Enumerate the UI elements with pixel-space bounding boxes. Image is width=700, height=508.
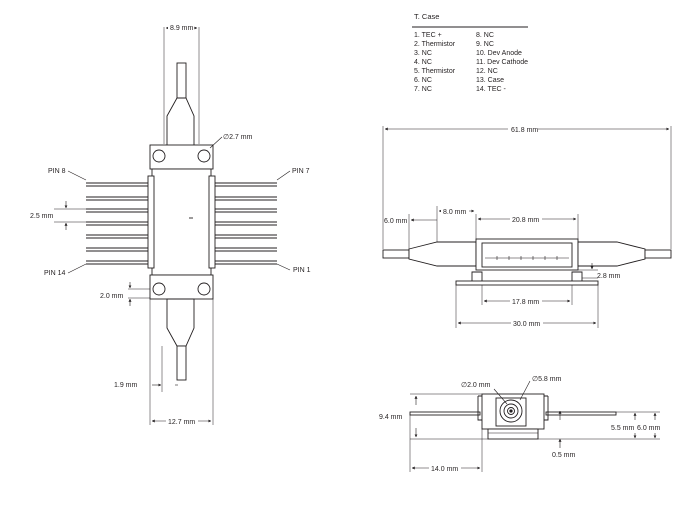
- mount-hole-top-left: [152, 149, 166, 163]
- label-bg: [508, 124, 538, 134]
- pin-table-col1: 1. TEC + 2. Thermistor 3. NC 4. NC 5. Th…: [414, 32, 456, 93]
- pin-table-title: T. Case: [414, 12, 439, 21]
- pin-8-label: PIN 8: [48, 168, 66, 175]
- end-fiber: [507, 407, 515, 415]
- pin-entry-14: 14. TEC -: [476, 86, 506, 93]
- dim-inner-boot: 8.0 mm: [443, 209, 467, 216]
- top-flange-upper: [149, 144, 214, 170]
- pin-7-label: PIN 7: [292, 168, 310, 175]
- mount-hole-top-right: [197, 149, 211, 163]
- dim-small-height: 2.8 mm: [597, 273, 621, 280]
- end-view: [409, 380, 660, 472]
- side-fiber-left: [382, 249, 410, 259]
- dim-overall-length: 61.8 mm: [511, 127, 538, 134]
- label-bg: [168, 22, 194, 32]
- dim-body-width: 12.7 mm: [168, 419, 195, 426]
- dim-pin-height: 5.5 mm: [611, 425, 635, 432]
- mount-hole-bottom-left: [152, 282, 166, 296]
- side-flange: [455, 280, 599, 286]
- dim-flange-thickness: 0.5 mm: [552, 452, 576, 459]
- dim-total-height: 9.4 mm: [379, 414, 403, 421]
- side-fiber-right: [644, 249, 672, 259]
- top-fiber-upper: [176, 62, 187, 99]
- dim-left-boot: 6.0 mm: [384, 218, 408, 225]
- pin-entry-4: 4. NC: [414, 59, 432, 66]
- dim-top-width: 8.9 mm: [170, 25, 194, 32]
- end-fiber-outer: [503, 403, 519, 419]
- pin-entry-11: 11. Dev Cathode: [476, 59, 528, 66]
- pin-entry-12: 12. NC: [476, 68, 498, 75]
- side-flange-post-right: [571, 271, 583, 281]
- side-boot-left: [408, 241, 477, 267]
- right-pin-strip: [208, 175, 216, 269]
- end-pin-right: [545, 411, 617, 416]
- pin-entry-13: 13. Case: [476, 77, 504, 84]
- top-boot-lower: [166, 298, 195, 347]
- pin-entry-5: 5. Thermistor: [414, 68, 456, 75]
- left-pins: [86, 182, 148, 265]
- end-flange: [487, 428, 539, 440]
- pin-entry-6: 6. NC: [414, 77, 432, 84]
- label-bg: [429, 463, 461, 473]
- end-ferrule: [499, 399, 523, 423]
- right-pins: [215, 182, 277, 265]
- side-body-inner: [481, 242, 573, 268]
- top-body: [151, 168, 212, 276]
- dim-body-length: 20.8 mm: [512, 217, 539, 224]
- end-view-labels: ∅2.0 mm ∅5.8 mm 9.4 mm 5.5 mm 6.0 mm 0.5…: [379, 376, 661, 473]
- pin-entry-7: 7. NC: [414, 86, 432, 93]
- pin-1-label: PIN 1: [293, 267, 311, 274]
- side-boot-right: [577, 241, 646, 267]
- dim-pin-pitch: 2.5 mm: [30, 213, 54, 220]
- pin-entry-9: 9. NC: [476, 41, 494, 48]
- side-view: [382, 126, 672, 328]
- top-boot-upper: [166, 97, 195, 148]
- mount-hole-bottom-right: [197, 282, 211, 296]
- end-body-side: [477, 395, 549, 421]
- dim-flange-outer: 30.0 mm: [513, 321, 540, 328]
- end-fiber-core: [509, 409, 513, 413]
- dim-bottom-offset: 2.0 mm: [100, 293, 124, 300]
- end-pin-left: [409, 411, 481, 416]
- side-view-labels: 61.8 mm 6.0 mm 8.0 mm 20.8 mm 2.8 mm 17.…: [384, 124, 621, 328]
- dim-flange-inner: 17.8 mm: [512, 299, 539, 306]
- label-bg: [510, 296, 542, 306]
- pin-entry-1: 1. TEC +: [414, 32, 442, 39]
- top-view-labels: 8.9 mm ∅2.7 mm PIN 8 PIN 7 PIN 14 PIN 1 …: [30, 22, 311, 426]
- label-bg: [166, 416, 198, 426]
- pin-14-label: PIN 14: [44, 270, 66, 277]
- pin-table: T. Case 1. TEC + 2. Thermistor 3. NC 4. …: [412, 12, 528, 93]
- dim-hole-diameter: ∅2.7 mm: [223, 134, 253, 141]
- label-bg: [441, 206, 469, 216]
- label-bg: [511, 318, 543, 328]
- dim-fiber-diameter: 1.9 mm: [114, 382, 138, 389]
- dim-overall-width: 14.0 mm: [431, 466, 458, 473]
- left-pin-strip: [147, 175, 155, 269]
- pin-entry-10: 10. Dev Anode: [476, 50, 522, 57]
- pin-entry-8: 8. NC: [476, 32, 494, 39]
- top-fiber-lower: [176, 345, 187, 381]
- pin-table-col2: 8. NC 9. NC 10. Dev Anode 11. Dev Cathod…: [476, 32, 528, 93]
- top-view: [54, 26, 291, 425]
- side-body-pins: [485, 256, 569, 260]
- dim-end-fiber-diameter: ∅2.0 mm: [461, 382, 491, 389]
- dim-body-height: 6.0 mm: [637, 425, 661, 432]
- pin-entry-2: 2. Thermistor: [414, 41, 456, 48]
- dim-ferrule-diameter: ∅5.8 mm: [532, 376, 562, 383]
- label-bg: [510, 214, 542, 224]
- pin-entry-3: 3. NC: [414, 50, 432, 57]
- side-flange-post-left: [471, 271, 483, 281]
